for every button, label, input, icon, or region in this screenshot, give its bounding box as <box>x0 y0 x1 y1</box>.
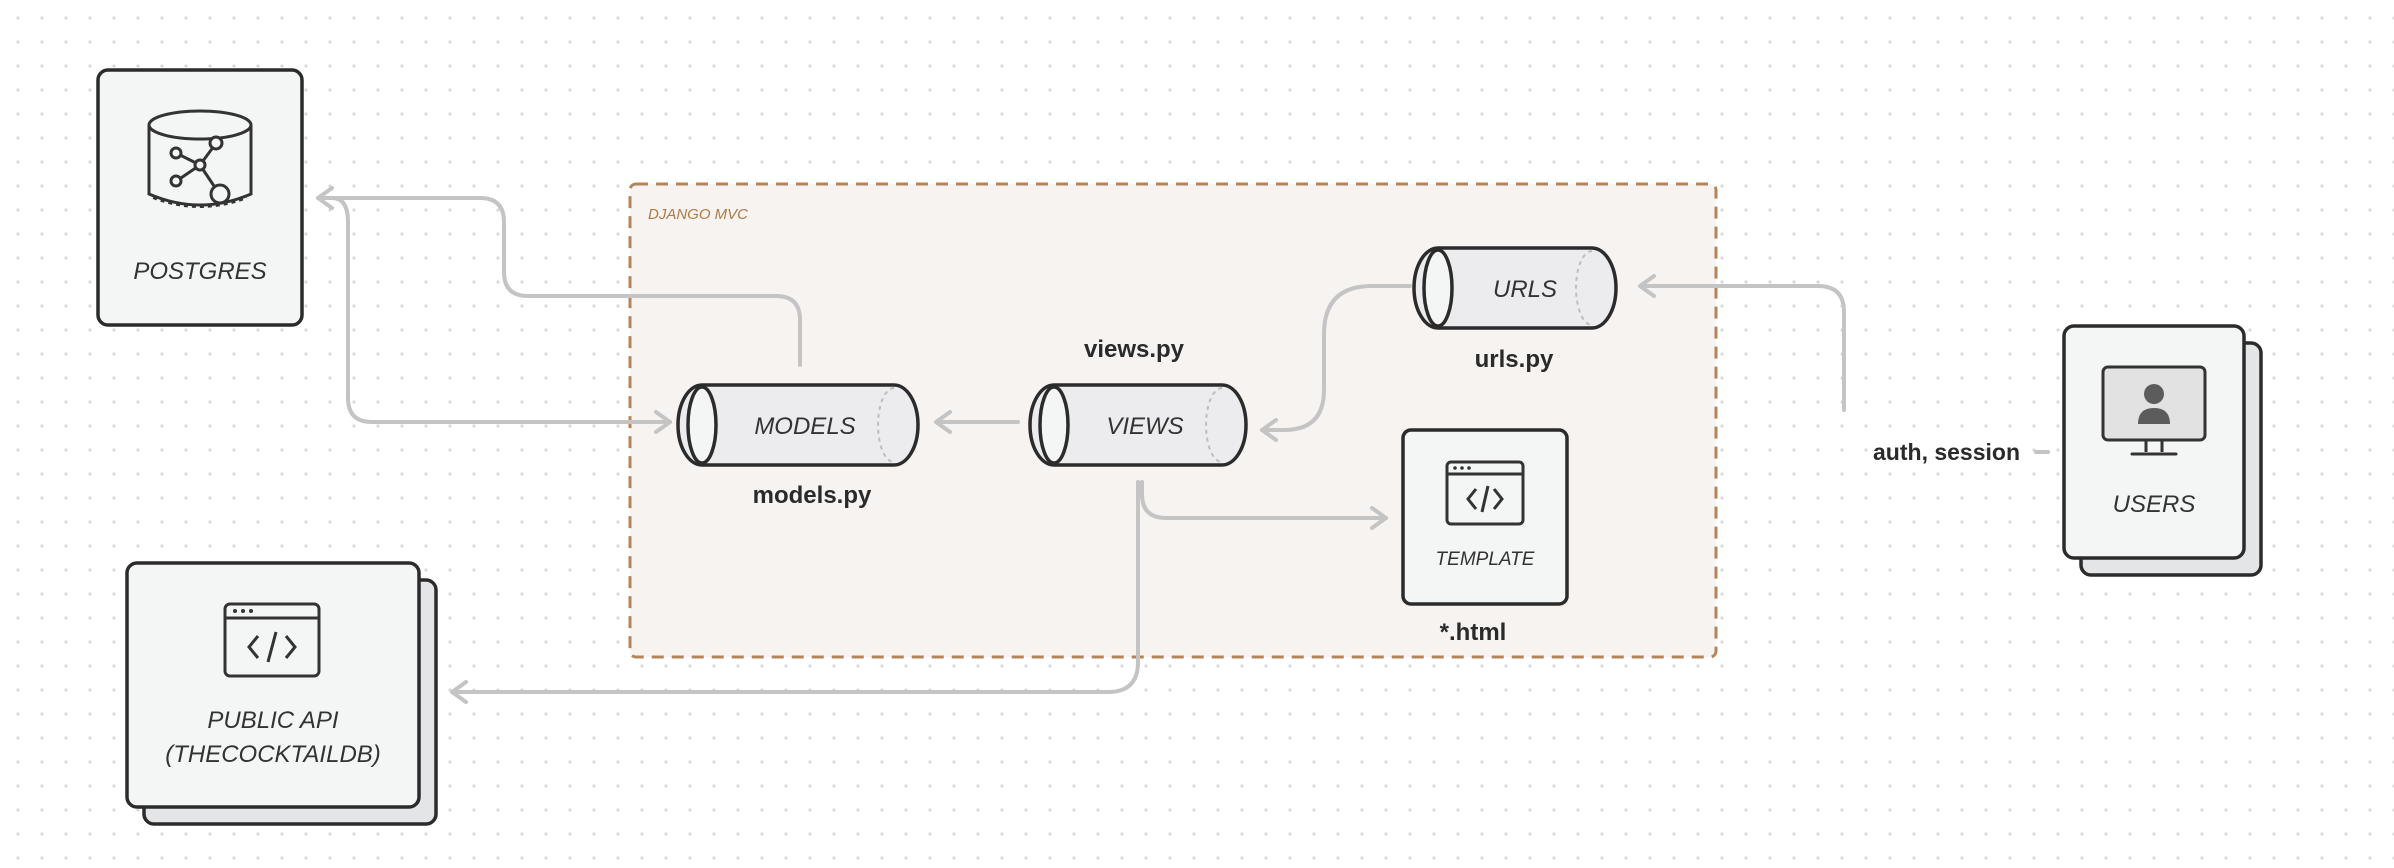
connectors <box>316 186 2050 704</box>
users-node[interactable]: USERS <box>2062 324 2263 577</box>
arrow-models-to-postgres <box>316 186 802 367</box>
user-monitor-icon <box>2101 365 2207 456</box>
postgres-node[interactable]: POSTGRES <box>96 68 304 327</box>
views-file-label: views.py <box>1084 336 1185 363</box>
urls-label: URLS <box>1493 276 1557 303</box>
models-label: MODELS <box>754 413 855 440</box>
auth-session-label: auth, session <box>1873 439 2020 465</box>
public-api-label-line1: PUBLIC API <box>207 707 338 734</box>
public-api-label-line2: (THECOCKTAILDB) <box>165 741 381 768</box>
public-api-node[interactable]: PUBLIC API (THECOCKTAILDB) <box>125 561 438 826</box>
users-label: USERS <box>2113 491 2196 518</box>
models-node[interactable]: MODELS <box>676 383 920 467</box>
group-label: DJANGO MVC <box>648 206 748 223</box>
template-label: TEMPLATE <box>1436 549 1535 570</box>
views-label: VIEWS <box>1106 413 1183 440</box>
template-file-label: *.html <box>1440 619 1507 646</box>
postgres-label: POSTGRES <box>133 258 266 285</box>
database-icon <box>147 109 253 208</box>
template-node[interactable]: TEMPLATE <box>1401 428 1569 606</box>
views-node[interactable]: VIEWS <box>1028 383 1248 467</box>
arrow-urls-to-views <box>1260 284 1412 442</box>
urls-file-label: urls.py <box>1475 346 1554 373</box>
arrow-views-to-public-api <box>450 480 1140 704</box>
template-code-icon <box>1445 460 1525 526</box>
arrow-users-to-urls <box>1638 274 1846 412</box>
code-window-icon <box>223 602 321 678</box>
arrow-views-to-template <box>1140 480 1388 530</box>
urls-node[interactable]: URLS <box>1412 246 1618 330</box>
models-file-label: models.py <box>753 482 872 509</box>
arrow-postgres-to-models <box>330 196 672 434</box>
